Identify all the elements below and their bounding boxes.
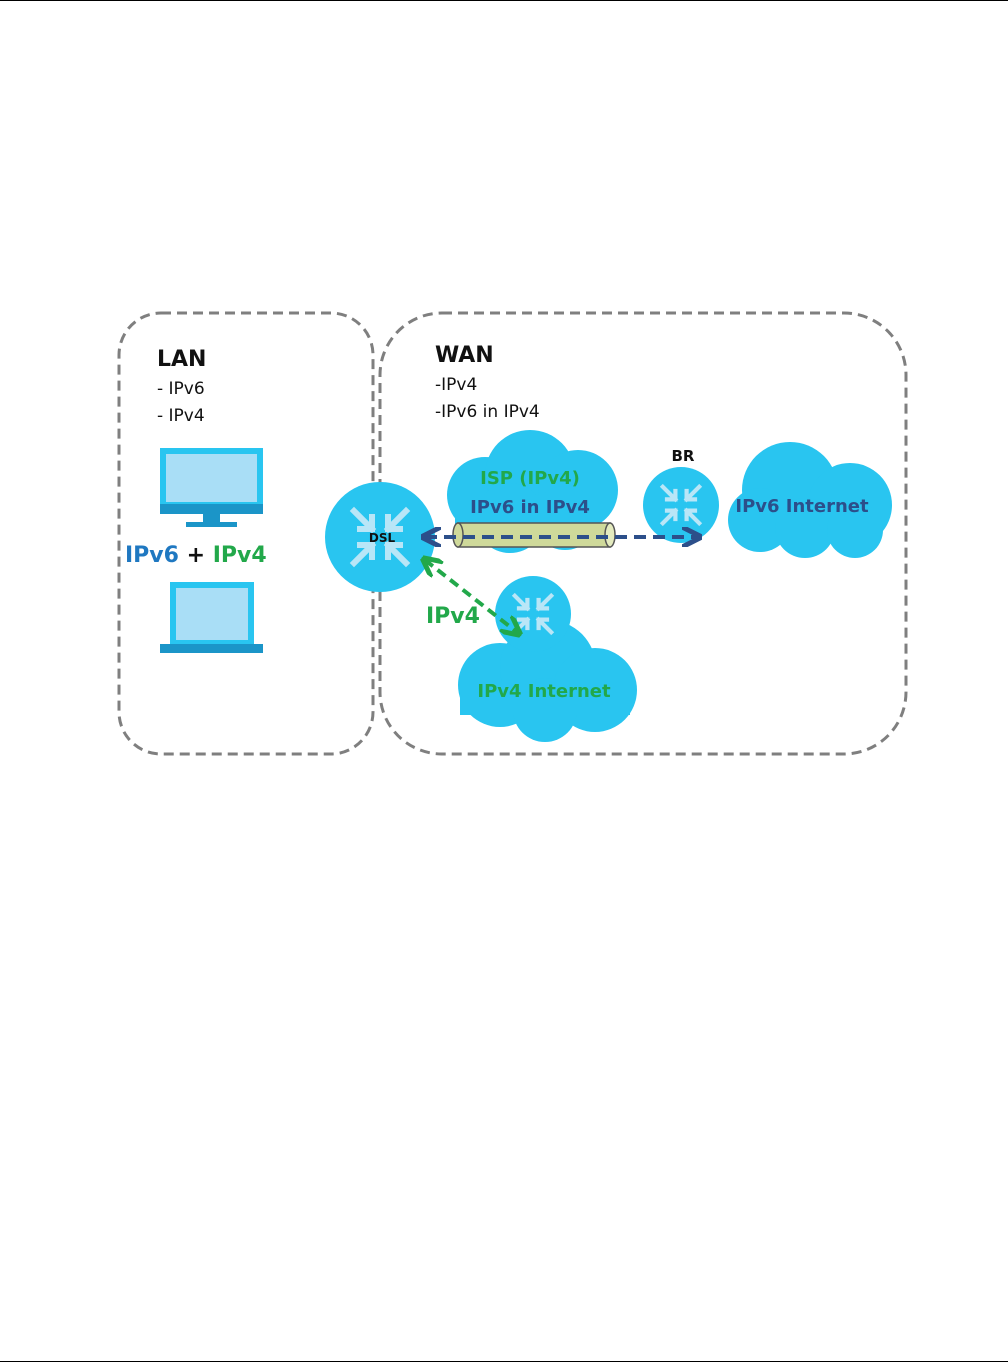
lan-item-ipv4: - IPv4	[157, 406, 205, 426]
lan-protocol-label: IPv6 + IPv4	[125, 543, 267, 568]
ipv4-router-icon	[495, 576, 571, 652]
dsl-label: DSL	[369, 531, 396, 545]
lan-title: LAN	[157, 347, 206, 372]
wan-item-ipv4: -IPv4	[435, 375, 477, 395]
ipv4-label: IPv4	[213, 543, 267, 568]
lan-item-ipv6: - IPv6	[157, 379, 205, 399]
wan-item-ipv6-in-ipv4: -IPv6 in IPv4	[435, 402, 540, 422]
br-router-icon	[643, 467, 719, 543]
ipv6-internet-label: IPv6 Internet	[735, 496, 869, 517]
ipv4-link-label: IPv4	[426, 604, 480, 629]
plus-label: +	[179, 543, 213, 568]
ipv6-in-ipv4-tunnel	[453, 523, 615, 547]
ipv6-label: IPv6	[125, 543, 179, 568]
isp-subtitle: IPv6 in IPv4	[470, 497, 590, 518]
br-label: BR	[672, 447, 695, 465]
laptop-icon	[160, 582, 263, 653]
wan-title: WAN	[435, 343, 494, 368]
isp-title: ISP (IPv4)	[480, 468, 580, 489]
ipv4-internet-label: IPv4 Internet	[477, 681, 611, 702]
desktop-monitor-icon	[160, 448, 263, 527]
